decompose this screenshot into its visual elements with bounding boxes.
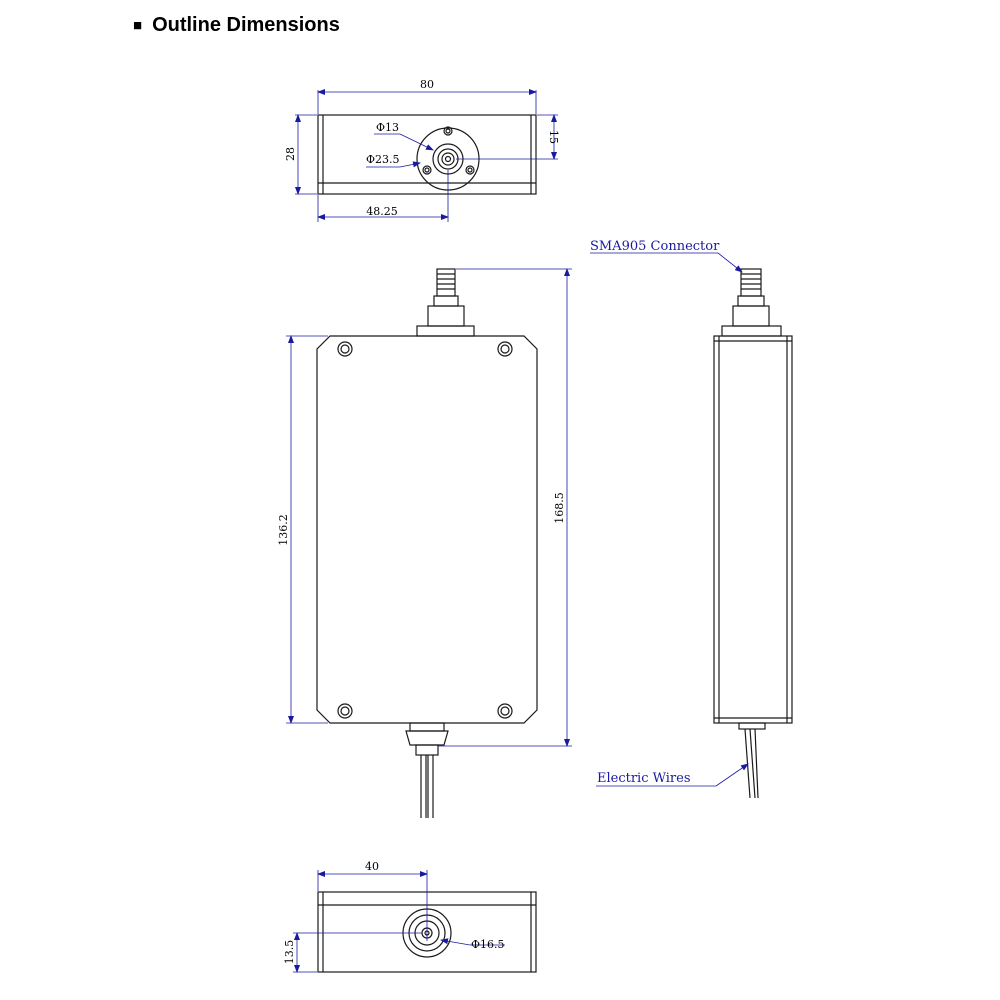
dim-bottom-center-offset: 40	[365, 860, 379, 873]
callout-electric-wires: Electric Wires	[597, 771, 691, 786]
heading-bullet: ■	[133, 17, 143, 34]
callout-sma-connector: SMA905 Connector	[590, 239, 720, 254]
section-heading: ■ Outline Dimensions	[133, 14, 340, 37]
dim-inner-diameter: Φ13	[376, 121, 399, 134]
mounting-hole-top-left	[337, 341, 353, 357]
mounting-hole-bottom-right	[497, 703, 513, 719]
front-view-dimensions	[286, 268, 572, 747]
dim-bottom-height: 13.5	[283, 940, 296, 965]
side-view	[713, 268, 793, 799]
top-view-dimensions	[295, 89, 558, 222]
top-view	[317, 114, 537, 195]
dim-overall-height: 168.5	[553, 492, 566, 524]
dim-center-offset: 48.25	[366, 205, 398, 218]
dim-body-height: 136.2	[277, 514, 290, 546]
side-electric-wires	[738, 722, 766, 799]
bottom-view-dimensions	[293, 870, 505, 973]
heading-title: Outline Dimensions	[152, 14, 340, 36]
top-view-flange	[416, 126, 480, 191]
top-view-body	[317, 114, 537, 195]
dim-outer-diameter: Φ23.5	[366, 153, 400, 166]
cable-gland	[405, 722, 449, 818]
dim-gland-diameter: Φ16.5	[471, 938, 505, 951]
dim-offset: 15	[547, 130, 560, 144]
front-view-body	[316, 335, 538, 724]
dim-width: 80	[420, 78, 434, 91]
front-view	[316, 268, 538, 818]
side-view-body	[713, 335, 793, 724]
mounting-hole-bottom-left	[337, 703, 353, 719]
sma-connector	[416, 268, 475, 337]
dim-height: 28	[284, 147, 297, 161]
side-sma-connector	[721, 268, 782, 337]
side-view-callouts	[590, 252, 749, 787]
mounting-hole-top-right	[497, 341, 513, 357]
